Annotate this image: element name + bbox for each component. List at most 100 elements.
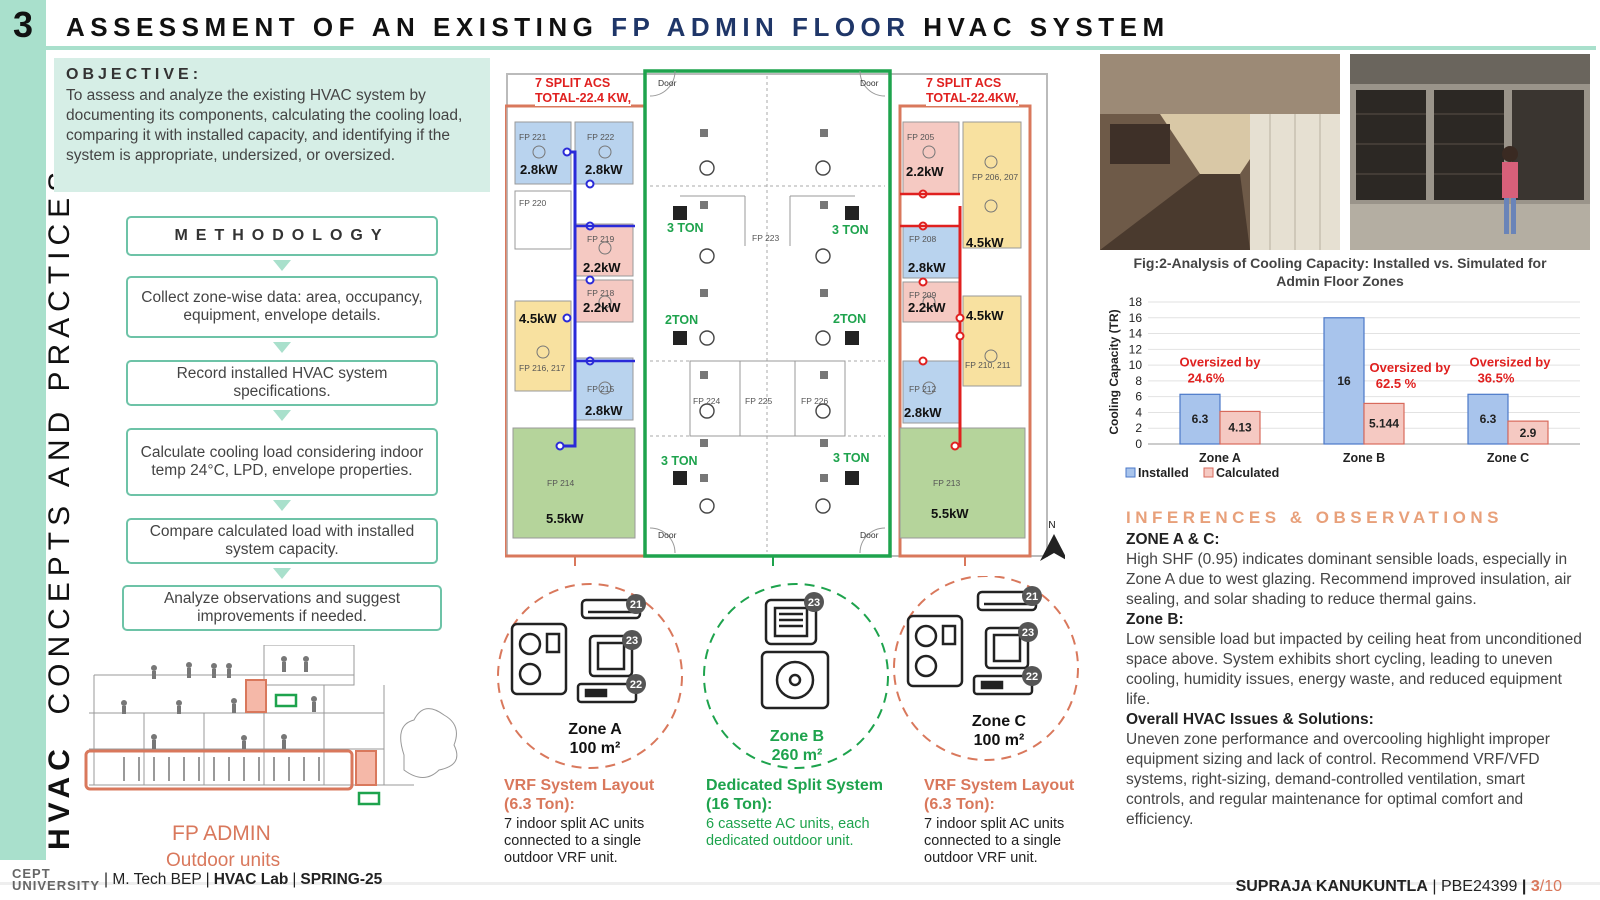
footer-id: PBE24399 <box>1440 878 1518 895</box>
room-label: FP 215 <box>587 384 615 394</box>
footer-right: SUPRAJA KANUKUNTLA | PBE24399 | 3/10 <box>1236 878 1562 896</box>
zone-b-system-text: 6 cassette AC units, each dedicated outd… <box>706 816 870 849</box>
section-number: 3 <box>12 4 34 45</box>
bar-calculated <box>1363 402 1405 445</box>
annotation-line2: 24.6% <box>1188 370 1225 385</box>
tonnage-label: 3 TON <box>661 454 698 468</box>
zone-a-label: Zone A 100 m² <box>540 720 650 758</box>
y-axis-label: Cooling Capacity (TR) <box>1108 309 1121 434</box>
x-tick-label: Zone A <box>1199 451 1241 465</box>
outdoor-unit-icon <box>510 622 568 696</box>
room-label: FP 224 <box>693 396 721 406</box>
legend-swatch-installed <box>1125 467 1136 478</box>
window-photo <box>1350 54 1590 250</box>
title-part2: HVAC SYSTEM <box>923 12 1170 42</box>
tonnage-label: 3 TON <box>833 451 870 465</box>
cept-logo: CEPT UNIVERSITY <box>12 866 101 893</box>
admin-floor-highlight <box>84 749 354 791</box>
y-tick-label: 12 <box>1129 342 1143 356</box>
room-label: FP 226 <box>801 396 829 406</box>
objective-panel: OBJECTIVE: To assess and analyze the exi… <box>54 58 490 192</box>
zone-c-units-diagram: 21 23 22 <box>893 576 1079 761</box>
room-label: FP 205 <box>907 132 935 142</box>
footer-divider <box>0 882 1600 885</box>
capacity-label: 2.8kW <box>585 162 623 177</box>
capacity-label: 2.8kW <box>908 260 946 275</box>
zone-b-area: 260 m² <box>771 747 823 764</box>
zone-c-summary: 7 SPLIT ACS TOTAL-22.4KW, <box>926 76 1019 106</box>
sidebar: 3 HVAC CONCEPTS AND PRACTICES <box>0 0 76 860</box>
unit-count-badge: 22 <box>1026 671 1038 683</box>
y-tick-label: 10 <box>1129 358 1143 372</box>
footer-left: CEPT UNIVERSITY | M. Tech BEP | HVAC Lab… <box>12 866 383 893</box>
bar-installed <box>1179 393 1221 445</box>
methodology-title-box: METHODOLOGY <box>126 216 438 256</box>
title-part1: ASSESSMENT OF AN EXISTING <box>66 12 599 42</box>
methodology-step-2: Record installed HVAC system specificati… <box>126 360 438 406</box>
y-tick-label: 4 <box>1135 405 1142 419</box>
capacity-label: 5.5kW <box>931 506 969 521</box>
flow-arrow <box>273 568 291 579</box>
tonnage-label: 2TON <box>665 313 698 327</box>
y-tick-label: 14 <box>1129 327 1143 341</box>
capacity-label: 2.8kW <box>904 405 942 420</box>
bar-installed <box>1467 393 1509 445</box>
inferences-body: ZONE A & C: High SHF (0.95) indicates do… <box>1126 530 1586 830</box>
capacity-label: 4.5kW <box>519 311 557 326</box>
header-divider <box>46 46 1596 50</box>
zone-a-system-title: VRF System Layout (6.3 Ton): <box>504 777 655 813</box>
figure-caption: Fig:2-Analysis of Cooling Capacity: Inst… <box>1133 255 1547 289</box>
flow-arrow <box>273 342 291 353</box>
annotation-line1: Oversized by <box>1470 354 1552 369</box>
capacity-label: 4.5kW <box>966 308 1004 323</box>
north-arrow-icon: N <box>1040 520 1065 561</box>
footer-term: SPRING-25 <box>300 871 383 888</box>
footer-separator: | <box>1521 878 1527 895</box>
room-label: FP 220 <box>519 198 547 208</box>
y-tick-label: 16 <box>1129 311 1143 325</box>
data-label: 2.9 <box>1520 426 1537 440</box>
legend-swatch-calculated <box>1203 467 1214 478</box>
zone-c-system-text: 7 indoor split AC units connected to a s… <box>924 816 1065 866</box>
flow-arrow <box>273 410 291 421</box>
page-total: /10 <box>1539 878 1562 895</box>
capacity-label: 4.5kW <box>966 235 1004 250</box>
zone-c-name: Zone C <box>971 713 1027 730</box>
capacity-label: 2.2kW <box>583 300 621 315</box>
y-tick-label: 18 <box>1129 295 1143 309</box>
inference-heading-overall: Overall HVAC Issues & Solutions: <box>1126 711 1374 728</box>
floor-plan: N Door Door Door Door FP 221 FP 222 FP 2… <box>505 69 1065 566</box>
building-subtitle: Outdoor units <box>166 850 281 871</box>
annotation-line2: 36.5% <box>1478 370 1515 385</box>
page-number: 3 <box>1530 878 1540 895</box>
footer-lab: HVAC Lab <box>213 871 289 888</box>
methodology-step-1: Collect zone-wise data: area, occupancy,… <box>126 276 438 338</box>
page-title: ASSESSMENT OF AN EXISTING FP ADMIN FLOOR… <box>66 12 1170 43</box>
zone-b-outline <box>643 69 892 558</box>
room-label: FP 225 <box>745 396 773 406</box>
inference-text-overall: Uneven zone performance and overcooling … <box>1126 731 1550 828</box>
unit-count-badge: 23 <box>626 635 638 647</box>
zone-a-units-diagram: 21 23 22 <box>497 583 683 769</box>
room-label: FP 212 <box>909 384 937 394</box>
y-tick-label: 0 <box>1135 437 1142 451</box>
capacity-label: 2.8kW <box>520 162 558 177</box>
tonnage-label: 3 TON <box>667 221 704 235</box>
unit-count-badge: 21 <box>630 599 642 611</box>
y-tick-label: 2 <box>1135 421 1142 435</box>
room-label: FP 210, 211 <box>965 360 1011 370</box>
methodology-step-5: Analyze observations and suggest improve… <box>122 585 442 631</box>
data-label: 16 <box>1337 374 1351 388</box>
zone-b-units-diagram: 23 <box>703 583 889 769</box>
legend-label-installed: Installed <box>1138 466 1189 480</box>
x-tick-label: Zone B <box>1343 451 1385 465</box>
data-label: 5.144 <box>1369 417 1399 431</box>
data-label: 6.3 <box>1480 412 1497 426</box>
building-sketch <box>84 645 458 806</box>
room-label: FP 214 <box>547 478 575 488</box>
building-title: FP ADMIN <box>172 822 271 845</box>
zone-b-system-title: Dedicated Split System (16 Ton): <box>706 777 883 813</box>
room-label: FP 206, 207 <box>972 172 1018 182</box>
room-label: FP 222 <box>587 132 615 142</box>
